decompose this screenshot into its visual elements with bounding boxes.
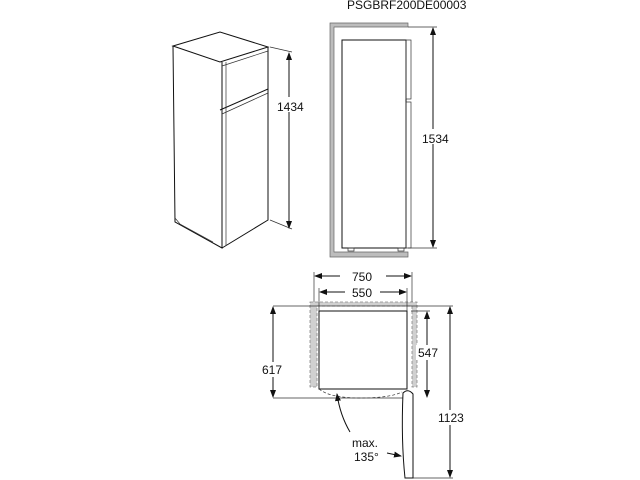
door-angle-value: 135° xyxy=(354,450,379,464)
model-code: PSGBRF200DE00003 xyxy=(347,0,467,12)
width-outer-label: 750 xyxy=(352,270,372,284)
height-dimension-1534: 1534 xyxy=(408,26,449,249)
height-label: 1434 xyxy=(277,100,304,114)
fridge-3d-view xyxy=(171,31,270,249)
height-dimension-1434: 1434 xyxy=(269,46,304,230)
plan-view xyxy=(273,301,453,479)
depth-dimension-1123: 1123 xyxy=(437,306,464,478)
depth-dimension-617: 617 xyxy=(260,306,286,398)
width-dimension-550: 550 xyxy=(318,286,408,311)
niche-side-view xyxy=(329,22,412,258)
depth-label: 547 xyxy=(418,346,438,360)
open-depth-label: 1123 xyxy=(438,411,464,425)
depth-outer-label: 617 xyxy=(262,363,282,377)
width-dimension-750: 750 xyxy=(313,270,413,302)
width-label: 550 xyxy=(352,286,372,300)
door-angle-annotation: max. 135° xyxy=(335,393,402,464)
depth-dimension-547: 547 xyxy=(416,311,440,398)
door-angle-max: max. xyxy=(352,436,378,450)
niche-height-label: 1534 xyxy=(422,132,449,146)
